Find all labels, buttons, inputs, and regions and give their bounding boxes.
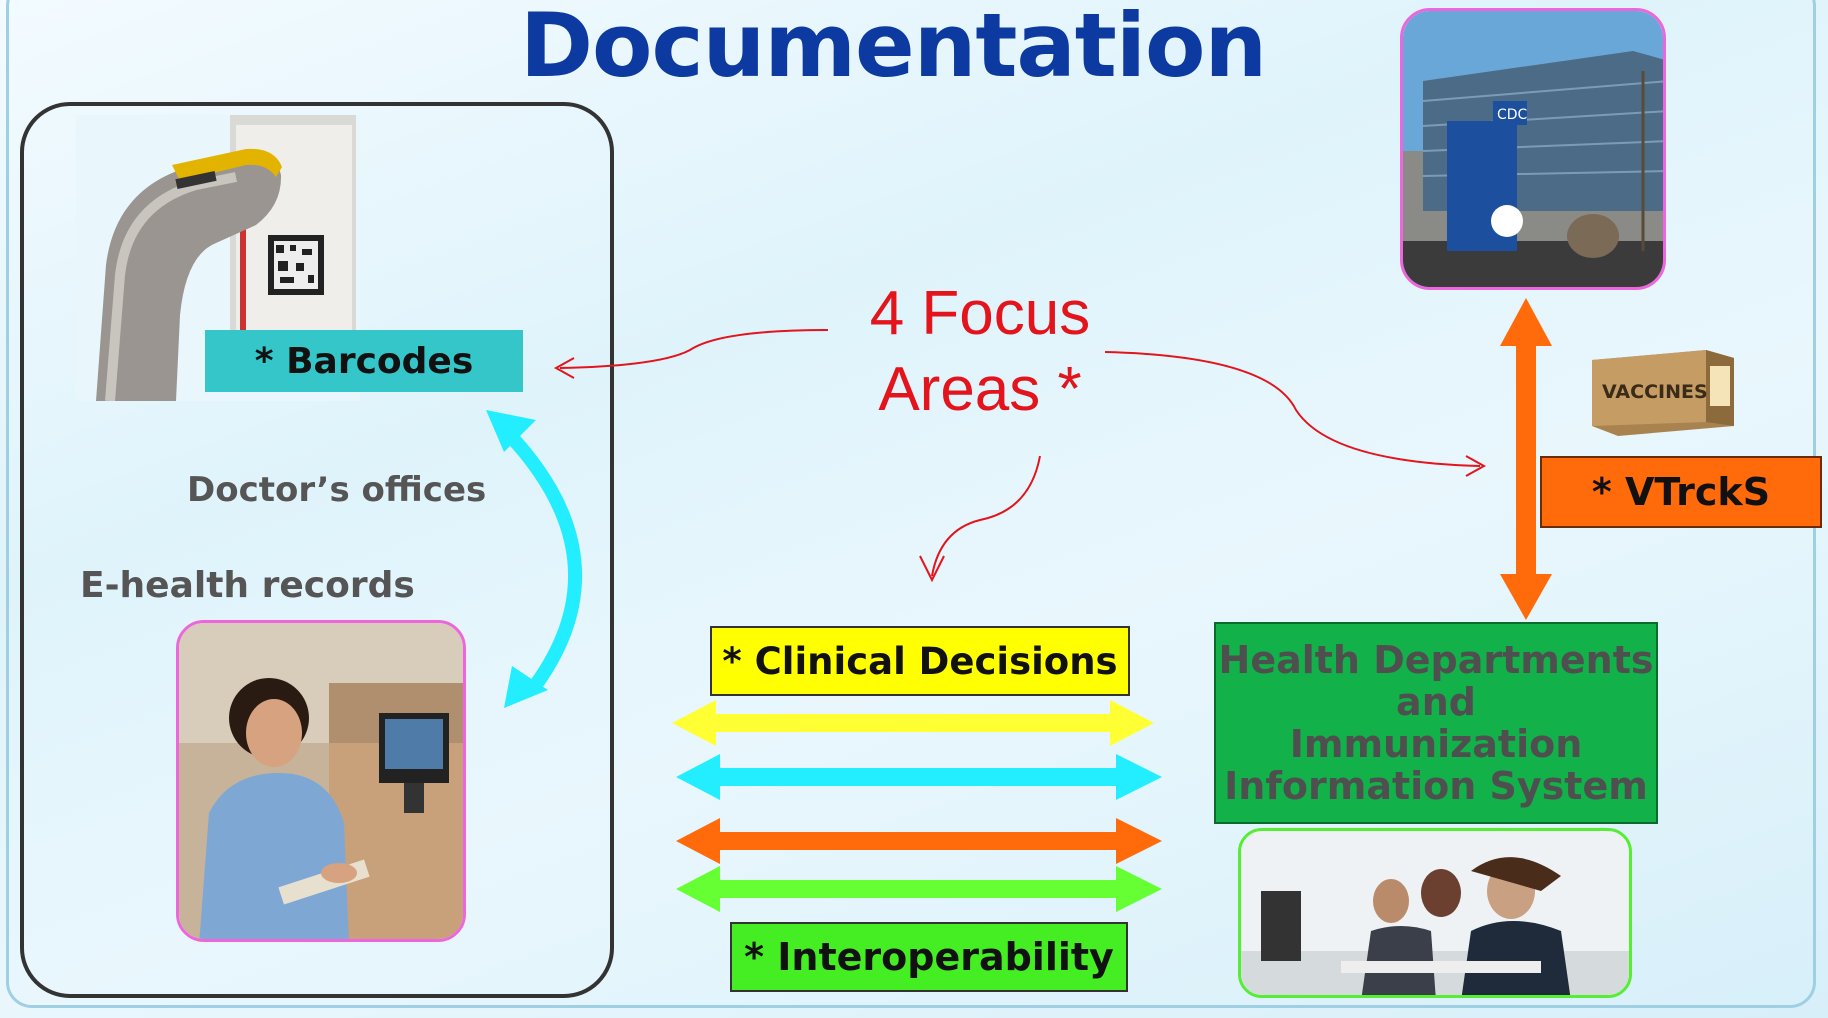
focus-line-2: Areas * xyxy=(878,355,1082,424)
focus-line-1: 4 Focus xyxy=(869,279,1091,348)
focus-areas-text: 4 Focus Areas * xyxy=(820,276,1140,428)
orange-vertical-arrowhead-bottom xyxy=(1500,574,1552,620)
green-double-arrow xyxy=(676,866,1162,912)
interoperability-label: * Interoperability xyxy=(730,922,1128,992)
cyan-curved-arrowhead-top xyxy=(486,410,536,452)
orange-double-arrow xyxy=(676,818,1162,864)
vtrcks-label: * VTrckS xyxy=(1540,456,1822,528)
focus-to-vtrcks-arrowhead xyxy=(1465,455,1487,477)
focus-to-barcodes-arrow xyxy=(559,329,829,369)
focus-to-clinical-arrow xyxy=(931,455,1041,577)
ehealth-records-label: E-health records xyxy=(80,565,415,606)
orange-vertical-arrow xyxy=(1516,340,1536,580)
focus-to-barcodes-arrowhead xyxy=(553,357,575,379)
doctors-offices-label: Doctor’s offices xyxy=(187,470,487,510)
vaccines-crate-image: VACCINES xyxy=(1588,346,1736,438)
clinical-decisions-label: * Clinical Decisions xyxy=(710,626,1130,696)
health-dept-line-2: and xyxy=(1396,680,1476,724)
cyan-curved-arrow xyxy=(499,425,583,695)
orange-vertical-arrowhead-top xyxy=(1500,298,1552,346)
health-dept-line-3: Immunization xyxy=(1289,722,1583,766)
yellow-double-arrow xyxy=(672,700,1154,746)
health-departments-box: Health Departments and Immunization Info… xyxy=(1214,622,1658,824)
focus-to-clinical-arrowhead xyxy=(919,555,945,583)
doctors-office-box xyxy=(20,102,614,998)
health-dept-line-1: Health Departments xyxy=(1218,638,1654,682)
cdc-sign-text: CDC xyxy=(1497,107,1528,123)
health-dept-line-4: Information System xyxy=(1224,764,1648,808)
focus-to-vtrcks-arrow xyxy=(1104,351,1481,467)
cyan-double-arrow xyxy=(676,754,1162,800)
office-workers-photo xyxy=(1238,828,1632,998)
barcodes-label: * Barcodes xyxy=(205,330,523,392)
page-title: Documentation xyxy=(520,0,1267,97)
vaccines-crate-text: VACCINES xyxy=(1602,381,1708,403)
cyan-curved-arrowhead-bottom xyxy=(504,666,548,708)
cdc-building-photo: CDC xyxy=(1400,8,1666,290)
nurse-photo xyxy=(176,620,466,942)
